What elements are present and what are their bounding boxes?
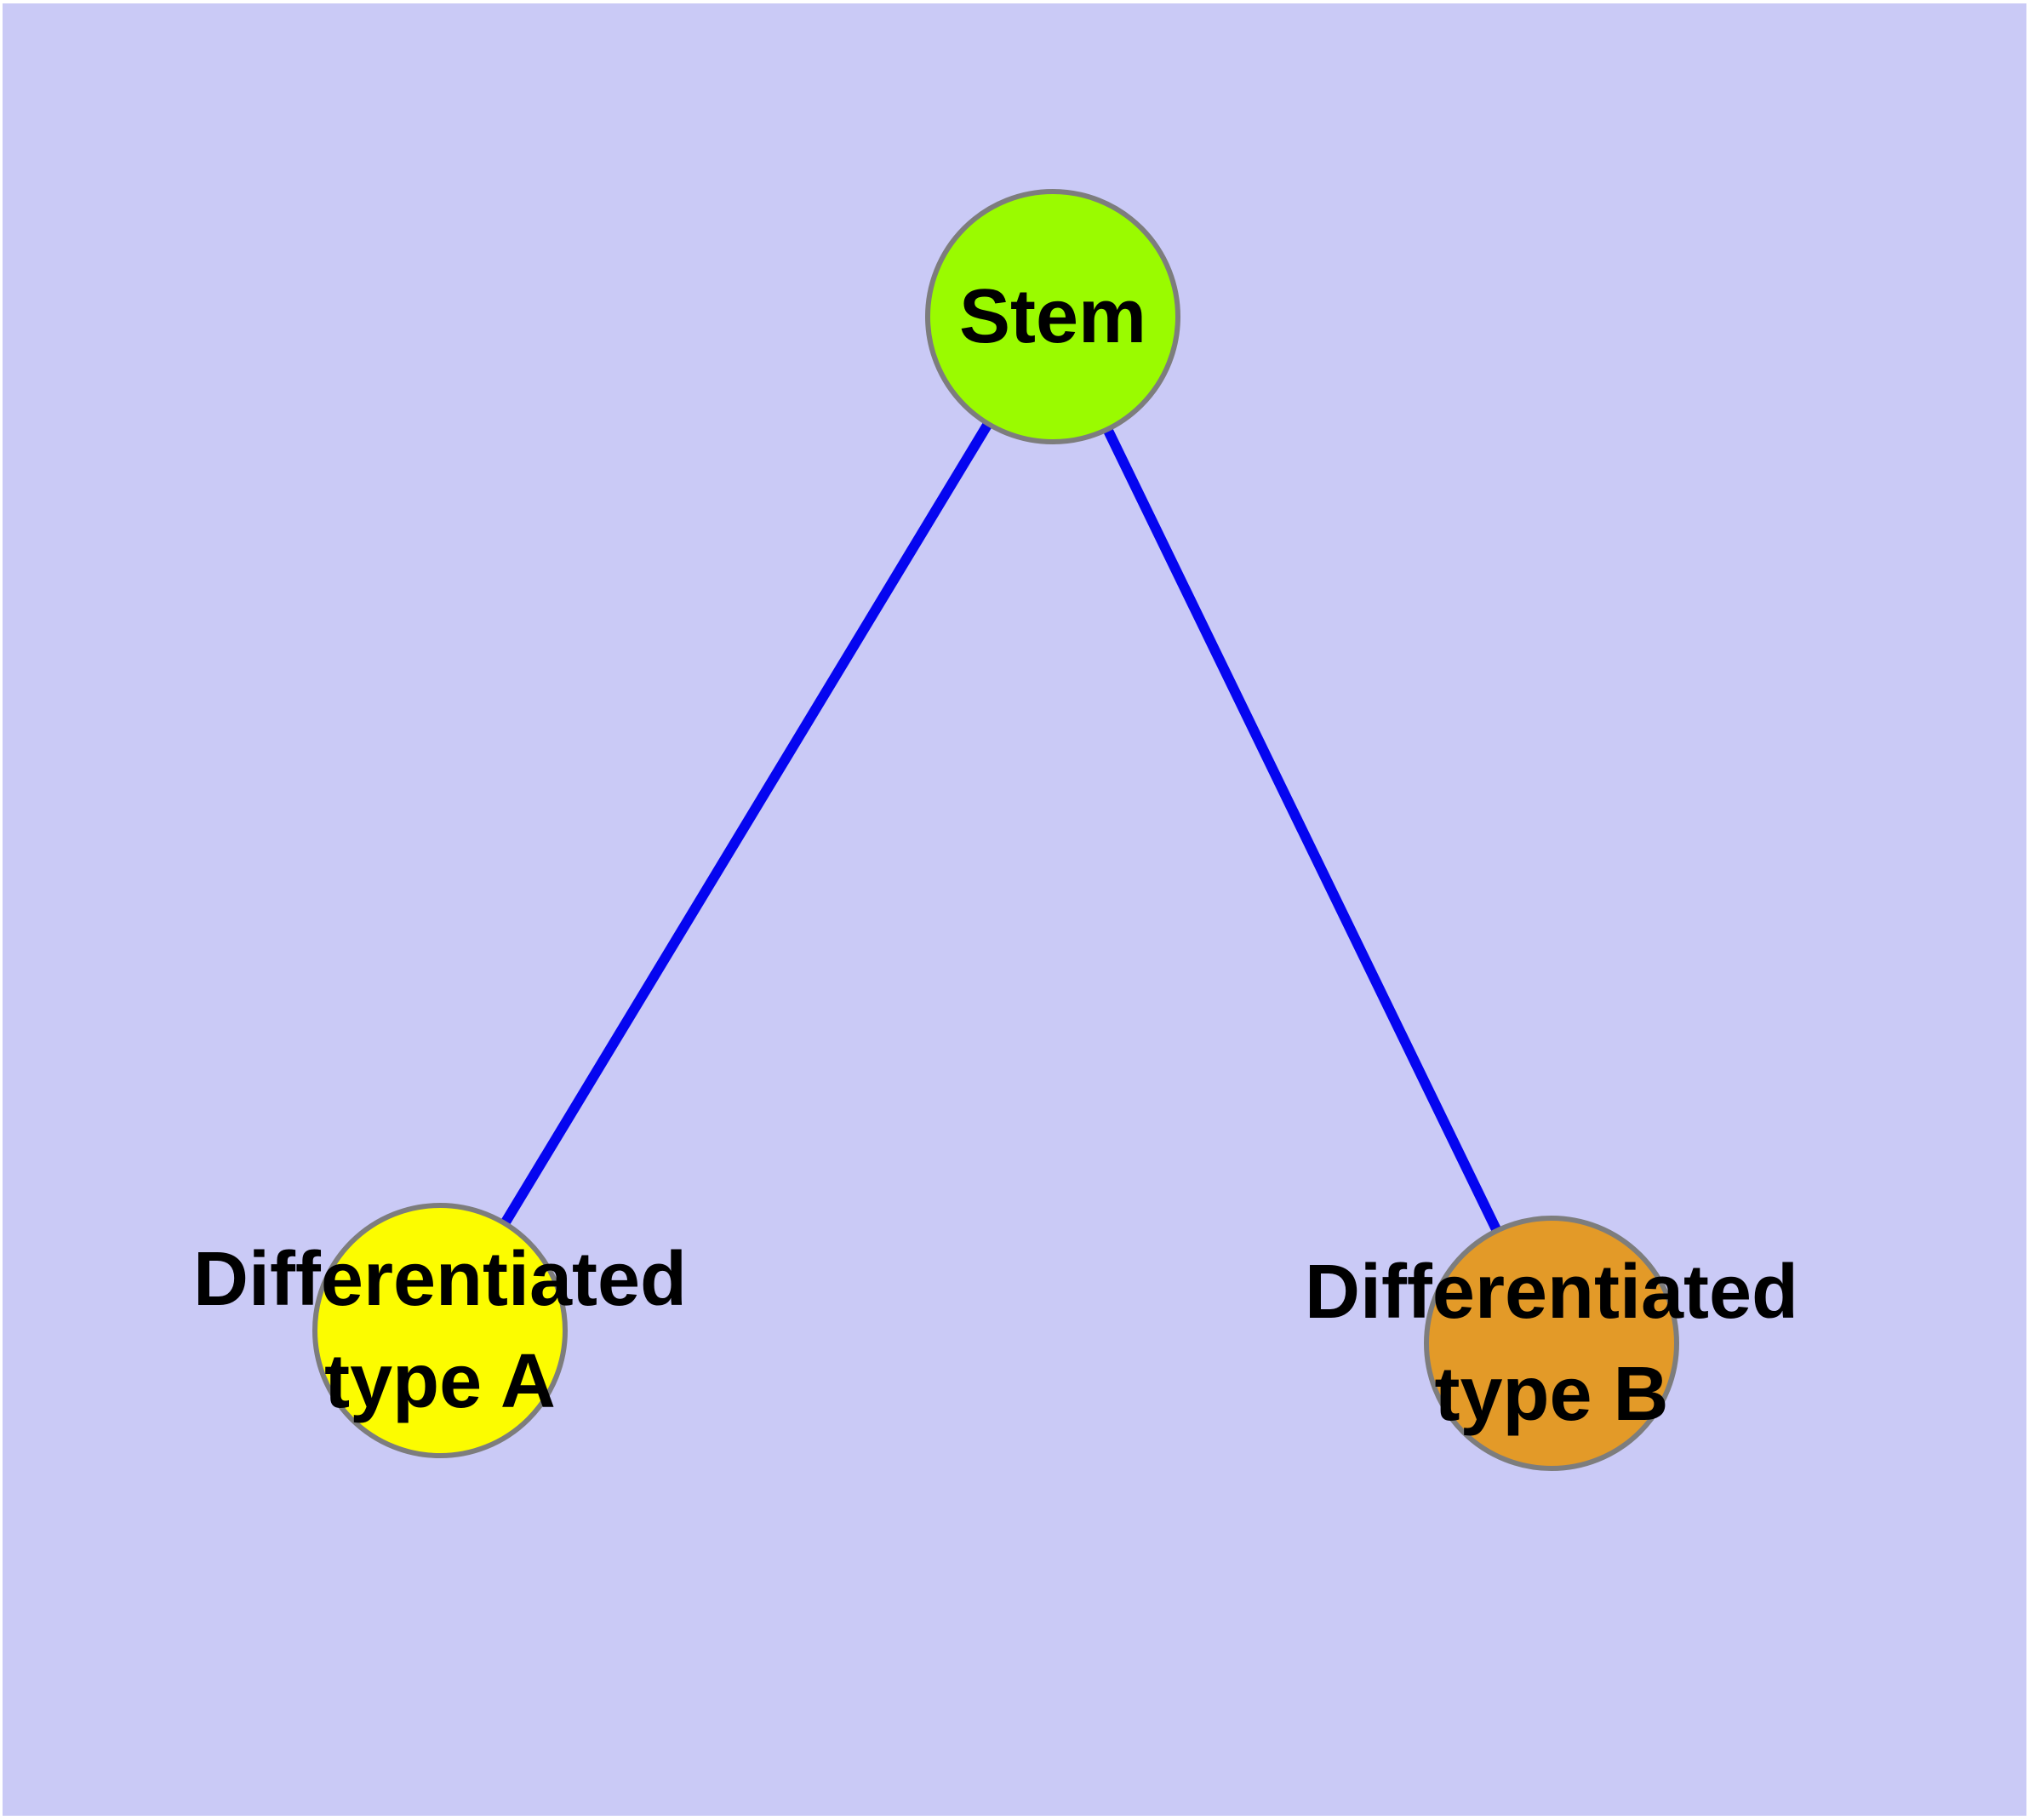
type-b-label-line1: Differentiated	[1304, 1250, 1799, 1335]
type-a-label-line1: Differentiated	[192, 1237, 688, 1322]
node-stem-label-text: Stem	[958, 274, 1147, 359]
edge-stem-to-type-b[interactable]	[1048, 314, 1557, 1346]
node-differentiated-type-b-label: Differentiated type B	[1169, 1216, 1935, 1471]
node-stem[interactable]	[925, 189, 1180, 444]
type-a-label-line2: type A	[324, 1339, 556, 1424]
edge-stem-to-type-a[interactable]	[435, 313, 1058, 1334]
node-differentiated-type-a-label: Differentiated type A	[57, 1203, 823, 1458]
type-b-label-line2: type B	[1434, 1352, 1669, 1437]
node-differentiated-type-a[interactable]	[312, 1203, 568, 1458]
node-stem-label: Stem	[712, 189, 1393, 444]
node-differentiated-type-b[interactable]	[1424, 1216, 1679, 1471]
